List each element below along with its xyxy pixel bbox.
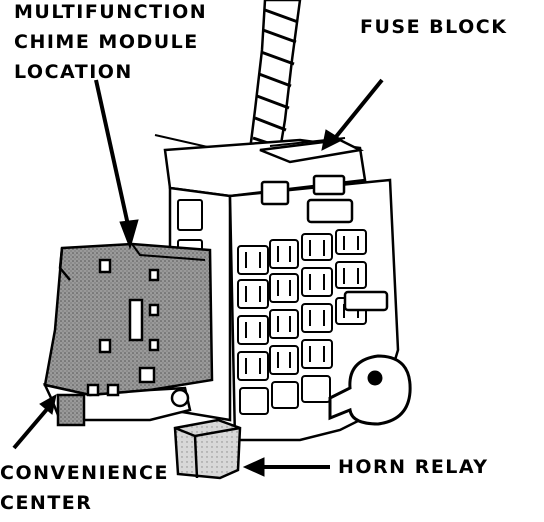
fuse-grid: [237, 229, 367, 415]
horn-relay-label-text: HORN RELAY: [338, 456, 489, 478]
chime-module: [43, 242, 214, 397]
chime-module-label-line: CHIME MODULE: [14, 31, 199, 53]
fuse-block-label: FUSE BLOCK: [360, 12, 507, 42]
chime-module-label-line: MULTIFUNCTION: [14, 1, 208, 23]
chime-module-label-line: LOCATION: [14, 61, 133, 83]
callout-arrows: [12, 78, 384, 477]
convenience-center-label-line: CENTER: [0, 492, 93, 514]
fuse-block-label-text: FUSE BLOCK: [360, 16, 508, 38]
convenience-center-label: CONVENIENCE CENTER: [0, 458, 169, 518]
top-relays: [260, 174, 389, 312]
chime-module-label: MULTIFUNCTION CHIME MODULE LOCATION: [14, 0, 207, 87]
wiring-harness: [248, 0, 302, 152]
horn-relay: [173, 418, 242, 480]
key-slot: [328, 354, 412, 426]
convenience-center-label-line: CONVENIENCE: [0, 462, 169, 484]
convenience-center-base: [42, 383, 192, 427]
horn-relay-label: HORN RELAY: [338, 452, 489, 482]
